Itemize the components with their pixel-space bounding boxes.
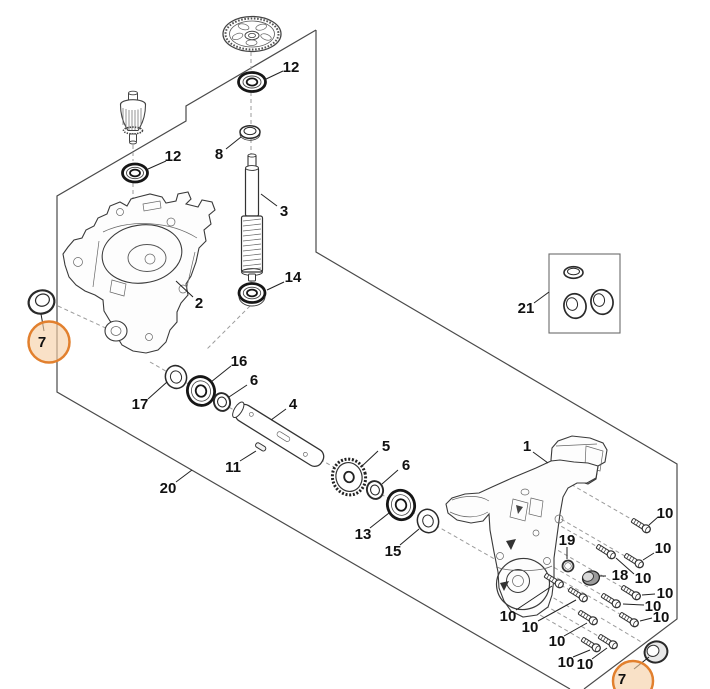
assembly-boundary-box — [56, 29, 678, 689]
callout-pointer-line — [533, 291, 550, 304]
callout-pointer-line — [615, 557, 635, 575]
callout-label-20: 20 — [160, 480, 177, 497]
washer-8-drawing — [239, 124, 261, 141]
callout-label-1: 1 — [523, 438, 531, 455]
callout-pointer-line — [622, 603, 645, 606]
callout-pointer-line — [270, 408, 287, 421]
bearing-16-drawing — [186, 375, 216, 407]
callout-label-6: 6 — [250, 372, 258, 389]
bearing-14-drawing — [237, 282, 267, 307]
callout-pointer-line — [266, 281, 285, 291]
callout-pointer-line — [263, 70, 284, 81]
callout-label-18: 18 — [612, 567, 629, 584]
bearing-13-drawing — [385, 488, 417, 522]
crankcase-half-left-drawing — [62, 191, 216, 354]
callout-pointer-line — [532, 451, 549, 464]
seal-kit-21-drawing — [548, 253, 621, 334]
shaft-3-drawing — [240, 153, 264, 282]
callout-label-10: 10 — [558, 654, 575, 671]
callout-label-10: 10 — [645, 598, 662, 615]
callout-label-10: 10 — [522, 619, 539, 636]
callout-label-7[interactable]: 7 — [618, 671, 626, 688]
highlight-circle[interactable] — [27, 320, 71, 364]
callout-label-10: 10 — [657, 585, 674, 602]
callout-label-7[interactable]: 7 — [38, 334, 46, 351]
ring-6a-drawing — [212, 392, 232, 412]
callout-pointer-line — [563, 622, 588, 637]
callout-label-3: 3 — [280, 203, 288, 220]
callout-pointer-line — [175, 469, 193, 483]
callout-label-16: 16 — [231, 353, 248, 370]
starter-wheel-drawing — [222, 15, 282, 53]
callout-label-11: 11 — [225, 459, 241, 476]
callout-label-15: 15 — [385, 543, 402, 560]
washer-17-drawing — [164, 364, 188, 390]
shaft-4-drawing — [232, 401, 325, 467]
callout-label-12: 12 — [165, 148, 182, 165]
callout-pointer-line — [360, 450, 379, 468]
callout-label-14: 14 — [285, 269, 302, 286]
washer-15-drawing — [416, 508, 440, 534]
o-ring-19-drawing — [561, 559, 575, 573]
bearing-12-left-drawing — [121, 162, 149, 184]
cap-7-right-drawing — [643, 640, 669, 664]
bearing-12-top-drawing — [237, 71, 267, 93]
callout-label-13: 13 — [355, 526, 372, 543]
callout-pointer-line — [369, 512, 390, 529]
clutch-drawing — [119, 90, 147, 145]
callout-pointer-line — [228, 384, 248, 398]
callout-label-10: 10 — [577, 656, 594, 673]
callout-label-10: 10 — [500, 608, 517, 625]
callout-label-8: 8 — [215, 146, 223, 163]
callout-pointer-line — [515, 585, 553, 611]
callout-pointer-line — [147, 381, 168, 400]
callout-label-10: 10 — [657, 505, 674, 522]
screw-10-drawing — [576, 608, 600, 627]
callout-label-6: 6 — [402, 457, 410, 474]
callout-label-10: 10 — [655, 540, 672, 557]
callout-label-2: 2 — [195, 295, 203, 312]
plug-18-drawing — [581, 570, 601, 586]
callout-pointer-line — [642, 552, 655, 561]
ring-6b-drawing — [365, 480, 385, 500]
crankcase-half-right-drawing — [445, 435, 608, 618]
screw-10-drawing — [599, 591, 623, 610]
callout-pointer-line — [639, 617, 653, 622]
callout-label-5: 5 — [382, 438, 390, 455]
callout-label-12: 12 — [283, 59, 300, 76]
callout-label-19: 19 — [559, 532, 576, 549]
callout-pointer-line — [537, 599, 577, 622]
callout-pointer-line — [399, 528, 420, 546]
callout-pointer-line — [572, 649, 591, 658]
callout-pointer-line — [239, 450, 257, 462]
gear-5-drawing — [330, 457, 368, 497]
pin-11-drawing — [255, 442, 267, 452]
callout-label-21: 21 — [518, 300, 535, 317]
highlight-circle[interactable] — [611, 659, 655, 689]
callout-pointer-line — [175, 280, 194, 298]
callout-pointer-line — [381, 469, 399, 485]
screw-10-drawing — [617, 610, 641, 629]
callout-pointer-line — [641, 593, 656, 596]
callout-pointer-line — [225, 136, 242, 150]
callout-label-10: 10 — [635, 570, 652, 587]
callout-pointer-line — [147, 160, 167, 170]
seal-7-left-drawing — [27, 289, 56, 315]
callout-pointer-line — [648, 516, 659, 526]
callout-label-4: 4 — [289, 396, 298, 413]
callout-label-17: 17 — [132, 396, 149, 413]
screw-10-drawing — [566, 585, 590, 604]
callout-pointer-line — [210, 365, 232, 383]
callout-pointer-line — [260, 193, 278, 207]
callout-label-10: 10 — [549, 633, 566, 650]
screw-10-drawing — [629, 516, 653, 535]
callout-label-10: 10 — [653, 609, 670, 626]
callout-pointer-line — [591, 647, 608, 660]
